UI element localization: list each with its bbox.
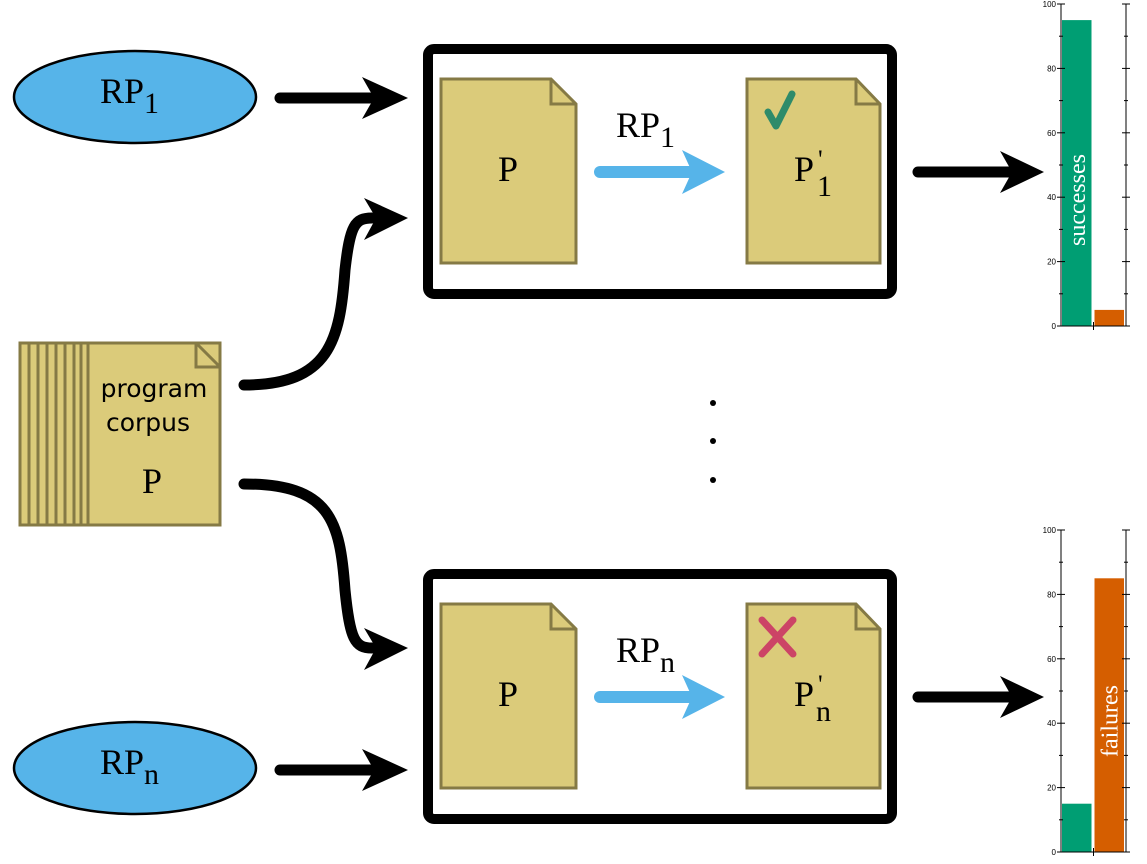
box1-transform-arrowhead bbox=[682, 150, 725, 194]
success-chart: successes 0 20 40 60 80 100 bbox=[1043, 0, 1130, 331]
y-tick-label: 80 bbox=[1047, 64, 1056, 73]
svg-text:P: P bbox=[794, 149, 814, 189]
boxn-result-sub: n bbox=[816, 695, 831, 728]
y-tick-label: 100 bbox=[1043, 526, 1057, 535]
boxn-source-label: P bbox=[498, 674, 518, 714]
input-arrows bbox=[238, 77, 408, 791]
arrow-corpus-bottom-shaft bbox=[238, 478, 378, 654]
boxn-transform-sub: n bbox=[660, 646, 675, 679]
rpn-label: RP bbox=[100, 742, 144, 782]
rp1-ellipse bbox=[12, 49, 258, 145]
arrow-out-top-head bbox=[1000, 151, 1044, 193]
box1-result-label: P bbox=[794, 149, 814, 189]
bar-successes bbox=[1062, 20, 1092, 326]
y-tick-label: 20 bbox=[1047, 258, 1056, 267]
rpn-input: RPn bbox=[12, 720, 258, 816]
bar-label: failures bbox=[1097, 685, 1123, 757]
corpus-dogear bbox=[194, 343, 220, 369]
arrow-corpus-top-shaft bbox=[238, 212, 378, 391]
rp1-input: RP1 bbox=[12, 49, 258, 145]
y-tick-label: 60 bbox=[1047, 655, 1056, 664]
y-tick-label: 0 bbox=[1052, 322, 1057, 331]
rpn-ellipse bbox=[12, 720, 258, 816]
box1-result-prime: ' bbox=[818, 145, 823, 174]
box1-transform-sub: 1 bbox=[660, 121, 675, 154]
corpus-front-page bbox=[86, 341, 222, 527]
y-tick-label: 80 bbox=[1047, 590, 1056, 599]
boxn-result-label: P bbox=[794, 674, 814, 714]
boxn-transform-arrowhead bbox=[682, 675, 725, 719]
y-tick-label: 20 bbox=[1047, 784, 1056, 793]
svg-text:RP1: RP1 bbox=[616, 105, 675, 154]
rp1-label: RP bbox=[100, 71, 144, 111]
y-tick-label: 60 bbox=[1047, 129, 1056, 138]
arrow-corpus-top-head bbox=[364, 198, 408, 240]
boxn-result-doc bbox=[745, 602, 882, 790]
svg-text:RPn: RPn bbox=[616, 630, 675, 679]
rp1-sub: 1 bbox=[144, 87, 159, 120]
box1-result-sub: 1 bbox=[817, 170, 832, 203]
bar-failures bbox=[1094, 309, 1124, 326]
check-icon bbox=[764, 90, 796, 130]
y-tick-label: 0 bbox=[1052, 848, 1057, 857]
cross-icon bbox=[758, 616, 797, 658]
ellipsis-dot bbox=[710, 477, 716, 483]
bar-successes bbox=[1062, 803, 1092, 852]
arrow-rp1-head bbox=[362, 77, 408, 119]
failure-chart: failures 0 20 40 60 80 100 bbox=[1043, 526, 1130, 857]
box1-transform-label: RP bbox=[616, 105, 660, 145]
ellipsis-dot bbox=[710, 438, 716, 444]
y-tick-label: 100 bbox=[1043, 0, 1057, 9]
arrow-out-bottom-head bbox=[1000, 676, 1044, 718]
pipeline-box-1: P RP1 P ' 1 bbox=[423, 44, 897, 299]
ellipsis-dot bbox=[710, 400, 716, 406]
output-arrows bbox=[912, 151, 1044, 718]
boxn-result-prime: ' bbox=[818, 670, 823, 699]
svg-text:RPn: RPn bbox=[100, 742, 159, 791]
rpn-sub: n bbox=[144, 758, 159, 791]
y-tick-label: 40 bbox=[1047, 719, 1056, 728]
box1-source-label: P bbox=[498, 149, 518, 189]
corpus-line1: program bbox=[101, 374, 208, 403]
arrow-rpn-head bbox=[362, 749, 408, 791]
corpus-line2: corpus bbox=[106, 408, 190, 437]
boxn-source-doc bbox=[439, 602, 578, 790]
bar-label: successes bbox=[1065, 154, 1091, 246]
y-tick-label: 40 bbox=[1047, 193, 1056, 202]
corpus-stack-lines bbox=[27, 343, 83, 525]
boxn-transform-label: RP bbox=[616, 630, 660, 670]
arrow-corpus-bottom-head bbox=[364, 628, 408, 670]
svg-text:P: P bbox=[794, 674, 814, 714]
bar-failures bbox=[1094, 578, 1124, 852]
pipeline-box-n: P RPn P ' n bbox=[423, 569, 897, 824]
ellipsis bbox=[710, 400, 716, 483]
program-corpus: program corpus P bbox=[18, 341, 222, 527]
corpus-symbol: P bbox=[142, 461, 162, 501]
box1-source-doc bbox=[439, 77, 578, 265]
svg-text:RP1: RP1 bbox=[100, 71, 159, 120]
